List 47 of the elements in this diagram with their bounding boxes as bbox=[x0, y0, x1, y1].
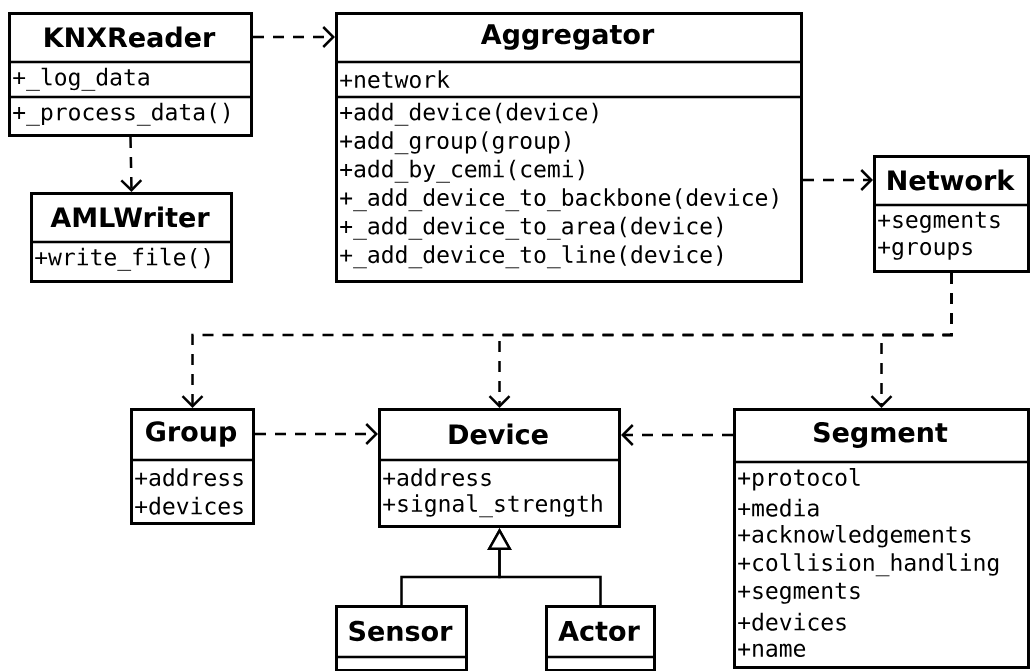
class-name: Actor bbox=[558, 620, 640, 641]
member-text: +address bbox=[135, 468, 243, 487]
class-box bbox=[130, 408, 255, 525]
member-text: +devices bbox=[738, 612, 846, 631]
class-name: KNXReader bbox=[45, 26, 216, 48]
member-text: +_add_device_to_backbone(device) bbox=[340, 188, 778, 212]
class-box bbox=[30, 192, 233, 283]
dependency-arrow bbox=[253, 26, 335, 48]
dependency-arrow bbox=[120, 136, 143, 192]
member-text: +address bbox=[383, 468, 491, 487]
member-text: +add_group(group) bbox=[340, 131, 570, 155]
class-box bbox=[873, 155, 1030, 273]
class-name: Group bbox=[146, 421, 237, 447]
member-text: +media bbox=[738, 498, 819, 517]
member-text: +network bbox=[340, 70, 450, 89]
dependency-arrow bbox=[870, 273, 953, 408]
class-name: Sensor bbox=[349, 620, 453, 642]
dependency-arrow bbox=[803, 169, 873, 191]
class-box bbox=[335, 12, 803, 283]
member-text: +add_by_cemi(cemi) bbox=[340, 159, 584, 183]
member-text: +write_file() bbox=[35, 247, 210, 271]
member-text: +_add_device_to_line(device) bbox=[340, 245, 723, 269]
member-text: +groups bbox=[878, 241, 972, 260]
member-text: +name bbox=[738, 643, 806, 657]
class-name: Device bbox=[449, 423, 548, 445]
member-text: +_log_data bbox=[13, 67, 149, 91]
class-box bbox=[8, 12, 253, 137]
member-text: +collision_handling bbox=[738, 553, 999, 577]
member-text: +acknowledgements bbox=[738, 525, 971, 548]
member-text: +signal_strength bbox=[383, 494, 602, 518]
member-text: +_process_data() bbox=[13, 102, 229, 126]
class-name: AMLWriter bbox=[50, 206, 210, 228]
member-text: +devices bbox=[135, 496, 243, 515]
class-box bbox=[378, 408, 621, 528]
class-box bbox=[733, 408, 1030, 669]
member-text: +segments bbox=[738, 582, 860, 604]
member-text: +add_device(device) bbox=[340, 102, 598, 126]
dependency-arrow bbox=[255, 423, 378, 445]
class-name: Network bbox=[888, 169, 1015, 191]
dependency-arrow bbox=[621, 424, 733, 446]
member-text: +protocol bbox=[738, 468, 860, 491]
class-box bbox=[545, 605, 656, 671]
member-text: +segments bbox=[878, 211, 1000, 233]
class-name: Aggregator bbox=[480, 24, 655, 50]
member-text: +_add_device_to_area(device) bbox=[340, 216, 723, 240]
class-box bbox=[335, 605, 468, 671]
class-name: Segment bbox=[814, 422, 948, 448]
